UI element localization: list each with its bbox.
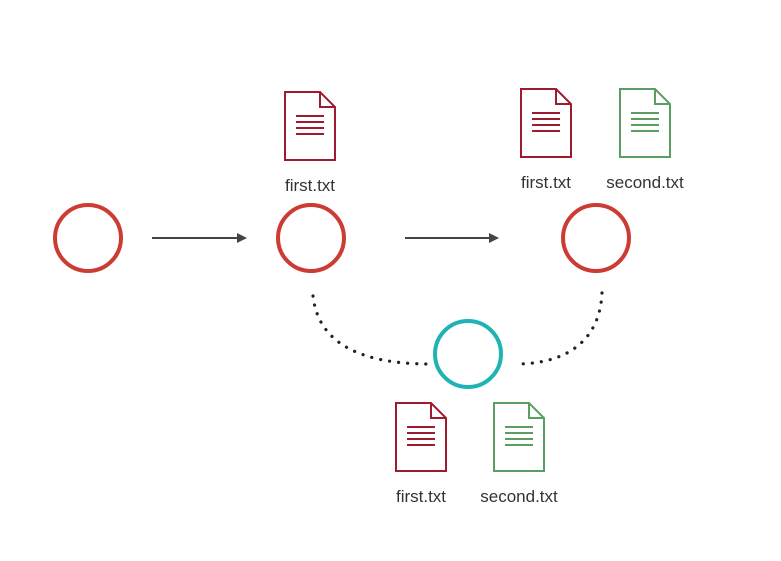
file-label-first: first.txt [284, 176, 336, 195]
document-icon [284, 91, 336, 161]
commit-node-2 [276, 203, 346, 273]
arrow-2 [405, 233, 499, 243]
file-label-first: first.txt [395, 487, 447, 506]
branch-commit-node [433, 319, 503, 389]
document-icon [395, 402, 447, 472]
file-label-second: second.txt [606, 173, 684, 192]
arrow-1 [152, 233, 247, 243]
document-icon [520, 88, 572, 158]
file-label-first: first.txt [520, 173, 572, 192]
dotted-connector-right [513, 291, 604, 366]
document-icon [493, 402, 545, 472]
dotted-connector-left [311, 294, 432, 366]
document-icon [619, 88, 671, 158]
commit-node-3 [561, 203, 631, 273]
commit-node-1 [53, 203, 123, 273]
file-label-second: second.txt [480, 487, 558, 506]
